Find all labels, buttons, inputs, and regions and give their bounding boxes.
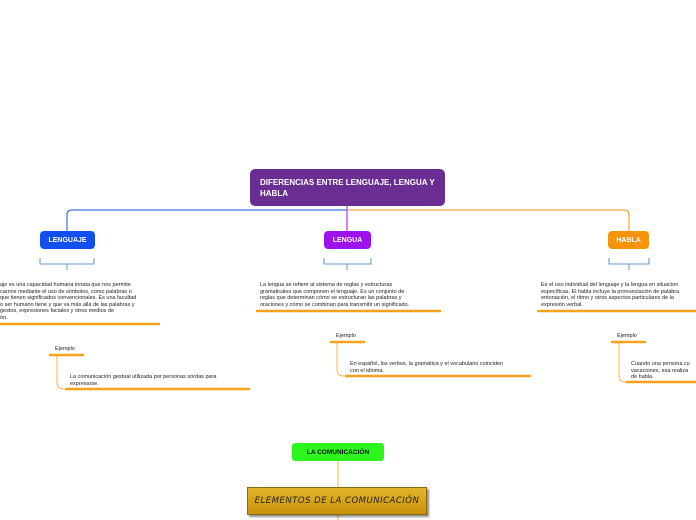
lengua-example-label[interactable]: Ejemplo <box>336 333 356 339</box>
branch-habla-label: HABLA <box>616 236 641 244</box>
title-elementos-label: ELEMENTOS DE LA COMUNICACIÓN <box>254 496 420 506</box>
title-elementos-de-la-comunicacion[interactable]: ELEMENTOS DE LA COMUNICACIÓN <box>247 487 427 515</box>
branch-lenguaje[interactable]: LENGUAJE <box>40 231 95 249</box>
topic-la-comunicacion[interactable]: LA COMUNICACIÓN <box>292 443 384 461</box>
topic-la-comunicacion-label: LA COMUNICACIÓN <box>306 448 370 456</box>
lengua-description[interactable]: La lengua se refiere al sistema de regla… <box>260 282 410 308</box>
root-topic[interactable]: DIFERENCIAS ENTRE LENGUAJE, LENGUA Y HAB… <box>250 169 445 206</box>
lenguaje-example-label[interactable]: Ejemplo <box>55 346 75 352</box>
branch-lengua-label: LENGUA <box>332 236 363 244</box>
branch-habla[interactable]: HABLA <box>608 231 649 249</box>
habla-description[interactable]: Es el uso individual del lenguaje y la l… <box>541 282 680 308</box>
lengua-example-text[interactable]: En español, los verbos, la gramática y e… <box>350 361 504 374</box>
branch-lenguaje-label: LENGUAJE <box>48 236 87 244</box>
lenguaje-description[interactable]: aje es una capacidad humana innata que n… <box>0 282 137 321</box>
habla-example-text[interactable]: Cuando una persona cu vacaciones, esa re… <box>631 361 690 381</box>
root-topic-label: DIFERENCIAS ENTRE LENGUAJE, LENGUA Y HAB… <box>260 177 435 198</box>
branch-lengua[interactable]: LENGUA <box>324 231 371 249</box>
lenguaje-example-text[interactable]: La comunicación gestual utilizada por pe… <box>70 374 217 387</box>
habla-example-label[interactable]: Ejemplo <box>617 333 637 339</box>
